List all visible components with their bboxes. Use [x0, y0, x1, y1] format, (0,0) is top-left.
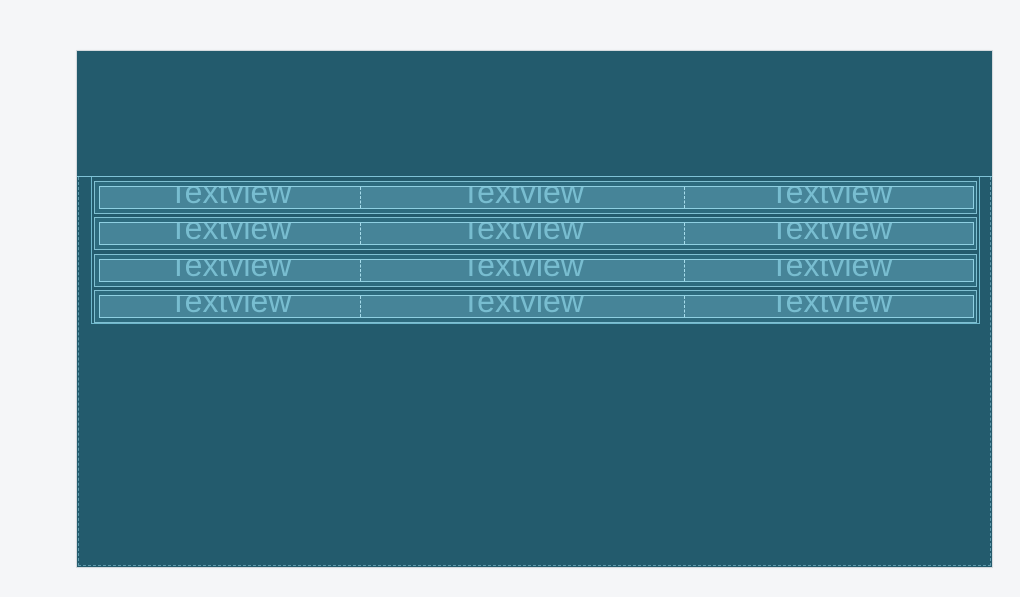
textview: Textview: [168, 260, 292, 281]
textview: Textview: [461, 260, 584, 281]
textview: Textview: [769, 296, 893, 317]
textview-cell: Textview: [360, 187, 684, 208]
top-bar: [77, 51, 992, 177]
textview: Textview: [168, 223, 292, 244]
textview-cell: Textview: [684, 223, 977, 244]
row-container: Textview Textview Textview: [99, 222, 974, 245]
textview-cell: Textview: [360, 223, 684, 244]
table-row: Textview Textview Textview: [94, 181, 977, 214]
textview: Textview: [461, 223, 584, 244]
textview-cell: Textview: [684, 260, 977, 281]
textview: Textview: [168, 187, 292, 208]
table-row: Textview Textview Textview: [94, 217, 977, 250]
textview-cell: Textview: [360, 260, 684, 281]
textview: Textview: [769, 260, 893, 281]
textview-cell: Textview: [100, 296, 360, 317]
textview: Textview: [461, 296, 584, 317]
table-row: Textview Textview Textview: [94, 290, 977, 323]
content-area: Textview Textview Textview Textview Text…: [78, 177, 991, 566]
row-container: Textview Textview Textview: [99, 295, 974, 318]
preview-screen: Textview Textview Textview Textview Text…: [77, 51, 992, 567]
textview: Textview: [461, 187, 584, 208]
textview: Textview: [769, 187, 893, 208]
table-layout: Textview Textview Textview Textview Text…: [91, 177, 980, 324]
row-container: Textview Textview Textview: [99, 186, 974, 209]
textview: Textview: [769, 223, 893, 244]
table-row: Textview Textview Textview: [94, 254, 977, 287]
row-container: Textview Textview Textview: [99, 259, 974, 282]
textview-cell: Textview: [100, 223, 360, 244]
textview-cell: Textview: [360, 296, 684, 317]
textview-cell: Textview: [100, 187, 360, 208]
textview-cell: Textview: [684, 187, 977, 208]
textview-cell: Textview: [100, 260, 360, 281]
textview: Textview: [168, 296, 292, 317]
textview-cell: Textview: [684, 296, 977, 317]
